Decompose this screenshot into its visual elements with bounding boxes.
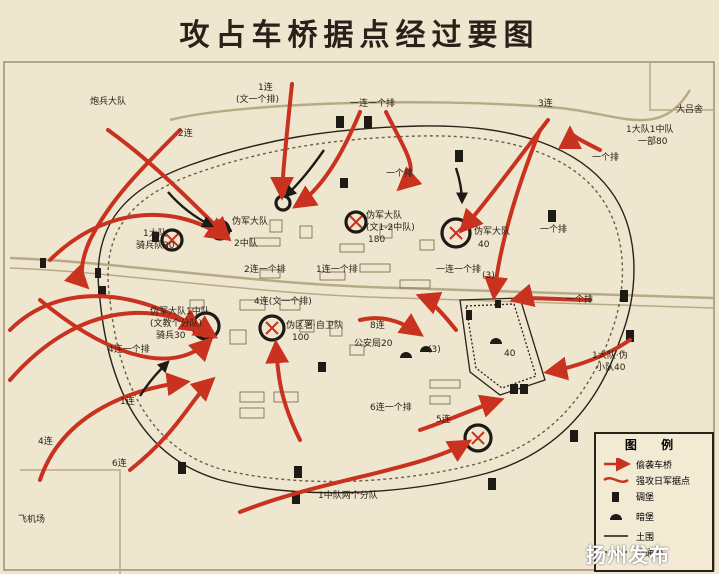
- label-count-180: 180: [368, 235, 386, 245]
- label-company-4-platoon: 4连(文一个排): [254, 297, 312, 307]
- legend-item: 土围: [636, 533, 655, 543]
- blockhouse: [466, 310, 472, 320]
- label-platoon-c: 一个排: [540, 225, 568, 235]
- label-artillery: 炮兵大队: [90, 97, 127, 107]
- label-company-1-platoon-c: 一连一个排: [436, 265, 482, 275]
- blockhouse: [318, 362, 326, 372]
- label-district-guard: 伪区署·自卫队: [286, 321, 343, 331]
- label-company-3: 3连: [538, 99, 553, 109]
- label-culture-squad: (文教个分队): [150, 319, 203, 329]
- label-platoon-a: 一个排: [592, 153, 620, 163]
- label-battalion: 1大队1中队: [626, 125, 674, 135]
- attack-routes: [8, 82, 632, 514]
- label-squad-40: 小队40: [596, 363, 626, 373]
- label-three-a: (3): [482, 271, 495, 281]
- label-company-6-platoon: 6连一个排: [370, 403, 412, 413]
- label-company-8: 8连: [370, 321, 385, 331]
- blockhouse: [178, 462, 186, 474]
- watermark: 扬州发布: [586, 543, 670, 567]
- label-dalvshe: 大吕舍: [676, 105, 704, 115]
- label-battalion-1-puppet: 1大队·伪: [592, 351, 628, 361]
- blockhouses: [40, 116, 634, 504]
- label-three-b: (3): [428, 345, 441, 355]
- blockhouse: [510, 384, 518, 394]
- label-puppet-battalion-c: 伪军大队: [366, 211, 403, 221]
- blockhouse: [455, 150, 463, 162]
- bunker: [490, 338, 502, 344]
- blockhouse: [495, 300, 501, 308]
- label-squadron-1-2: (文1-2中队): [366, 223, 415, 233]
- label-company-2-platoon: 2连一个排: [244, 265, 286, 275]
- label-unit-80: 一部80: [638, 137, 668, 147]
- label-platoon-r: 一个排: [566, 295, 594, 305]
- label-puppet-1-squadron: 伪军大队1中队: [150, 307, 210, 317]
- blockhouse: [488, 478, 496, 490]
- label-company-1-r: 1连: [120, 397, 135, 407]
- label-company-6: 6连: [112, 459, 127, 469]
- blockhouse: [152, 232, 159, 242]
- blockhouse: [340, 178, 348, 188]
- label-puppet-battalion: 伪军大队: [232, 217, 269, 227]
- blockhouse: [364, 116, 372, 128]
- bunker: [400, 352, 412, 358]
- label-company-1: 1连: [258, 83, 273, 93]
- map-frame: [3, 61, 715, 571]
- blockhouse: [520, 384, 528, 394]
- blockhouse: [292, 492, 300, 504]
- label-airfield: 飞机场: [18, 515, 46, 525]
- label-count-100: 100: [292, 333, 310, 343]
- label-company-4: 4连: [38, 437, 53, 447]
- label-cavalry-30: 骑兵队30: [136, 241, 175, 251]
- label-cavalry-30b: 骑兵30: [156, 331, 186, 341]
- strongpoint: [160, 228, 184, 252]
- label-count-40b: 40: [504, 349, 516, 359]
- blockhouse: [294, 466, 302, 478]
- blockhouse: [570, 430, 578, 442]
- move-arrows: [138, 149, 468, 397]
- map-title: 攻占车桥据点经过要图: [179, 18, 540, 53]
- legend-title: 图 例: [624, 438, 684, 452]
- bunker: [420, 346, 432, 352]
- label-police-20: 公安局20: [354, 339, 393, 349]
- label-count-40: 40: [478, 240, 490, 250]
- trench: [97, 125, 635, 494]
- label-company-1-platoon-b: 1连一个排: [316, 265, 358, 275]
- strongpoint: [344, 210, 368, 234]
- blockhouse: [40, 258, 46, 268]
- label-company-1-platoon: 一连一个排: [350, 99, 396, 109]
- strongpoint: [463, 423, 493, 453]
- blockhouse: [98, 286, 106, 298]
- blockhouse: [548, 210, 556, 222]
- legend-item: 碉堡: [636, 493, 655, 503]
- label-squadron-1: 1中队两个分队: [318, 491, 378, 501]
- legend-item: 暗堡: [636, 513, 655, 523]
- label-squadron-2: 2中队: [234, 239, 258, 249]
- map-legend: 图 例 偷袭车桥 强攻日军据点 碉堡 暗堡 土围 交通壕: [594, 432, 714, 572]
- battle-map: [3, 61, 715, 574]
- label-company-5: 5连: [436, 415, 451, 425]
- blockhouse: [626, 330, 634, 342]
- label-company-2: 2连: [178, 129, 193, 139]
- label-company-4-platoon-b: 4连一个排: [108, 345, 150, 355]
- label-puppet-battalion-40: 伪军大队: [474, 227, 511, 237]
- label-platoon: (文一个排): [236, 95, 280, 105]
- strongpoint: [274, 194, 292, 212]
- label-platoon-b: 一个排: [386, 169, 414, 179]
- blockhouse: [620, 290, 628, 302]
- legend-item: 交通壕: [636, 549, 664, 559]
- legend-item: 强攻日军据点: [636, 477, 691, 487]
- fort-enclosure: [459, 297, 546, 396]
- blockhouse: [336, 116, 344, 128]
- blockhouse: [95, 268, 101, 278]
- buildings: [189, 219, 461, 419]
- legend-symbols: [603, 458, 631, 553]
- legend-item: 偷袭车桥: [636, 461, 673, 471]
- label-battalion-1: 1大队: [143, 229, 167, 239]
